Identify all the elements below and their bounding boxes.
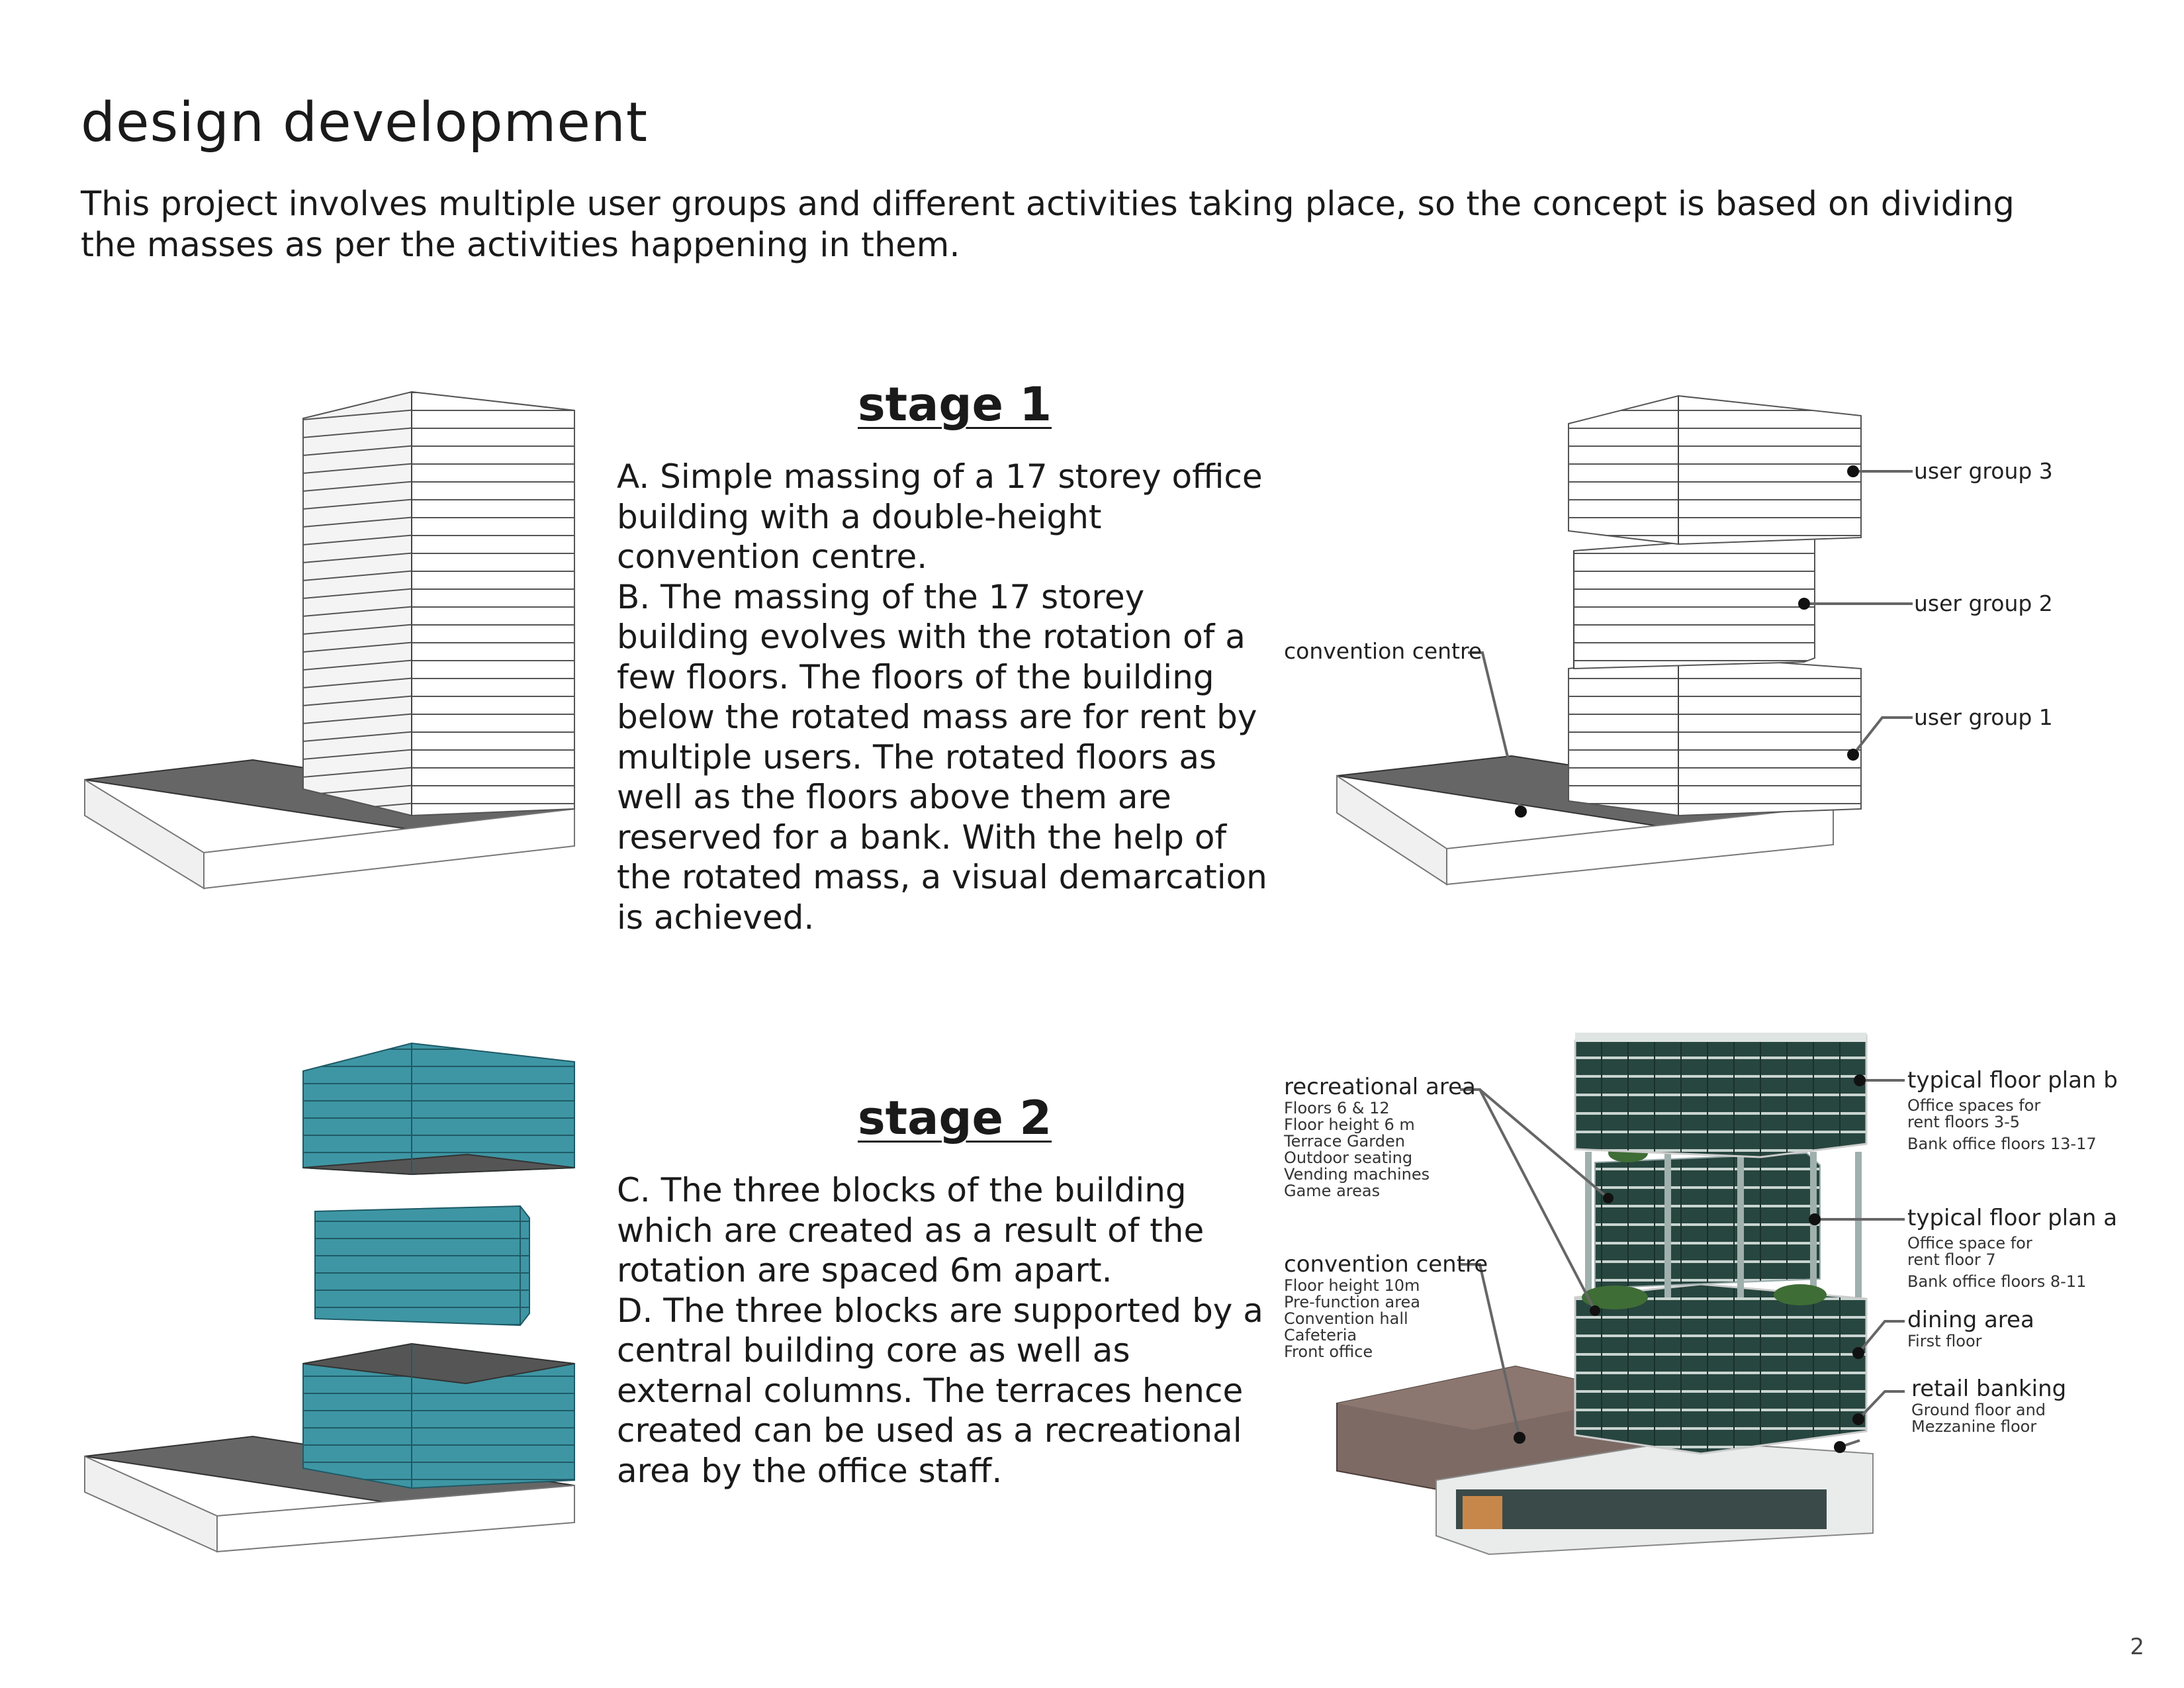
retail-banking-details: Ground floor and Mezzanine floor [1911, 1402, 2066, 1435]
stage2-description: C. The three blocks of the building whic… [617, 1170, 1272, 1491]
floor-plan-b-title: typical floor plan b [1907, 1067, 2118, 1094]
convention-detail: Pre-function area [1284, 1293, 1421, 1311]
retail-detail: Ground floor and [1911, 1401, 2046, 1419]
floor-plan-b-detail: Office spaces for [1907, 1096, 2041, 1115]
floor-plan-b-extra: Bank office floors 13-17 [1907, 1135, 2097, 1153]
convention-detail: Front office [1284, 1342, 1373, 1361]
convention-centre-title: convention centre [1284, 1251, 1488, 1278]
floor-plan-b-details: Office spaces for rent floors 3-5 Bank o… [1907, 1098, 2118, 1152]
label-user-group-3: user group 3 [1914, 458, 2053, 484]
recreational-area-title: recreational area [1284, 1074, 1476, 1100]
dining-area-title: dining area [1907, 1307, 2034, 1333]
stage2-heading: stage 2 [858, 1091, 1052, 1145]
label-dining-area: dining area First floor [1907, 1307, 2034, 1350]
floor-plan-a-detail: Office space for [1907, 1234, 2032, 1252]
label-user-group-2: user group 2 [1914, 590, 2053, 616]
floor-plan-a-extra: Bank office floors 8-11 [1907, 1272, 2087, 1291]
page-number: 2 [2130, 1634, 2144, 1660]
recreational-detail: Game areas [1284, 1182, 1381, 1200]
convention-detail: Cafeteria [1284, 1326, 1357, 1344]
label-convention-centre-detail: convention centre Floor height 10m Pre-f… [1284, 1251, 1488, 1360]
stage1-description: A. Simple massing of a 17 storey office … [617, 457, 1272, 937]
label-convention-centre: convention centre [1284, 638, 1482, 664]
recreational-detail: Floors 6 & 12 [1284, 1099, 1390, 1117]
retail-detail: Mezzanine floor [1911, 1417, 2037, 1436]
stage2-paragraph-d: D. The three blocks are supported by a c… [617, 1291, 1263, 1490]
stage2-paragraph-c: C. The three blocks of the building whic… [617, 1171, 1205, 1289]
page-title: design development [81, 91, 649, 154]
floor-plan-a-title: typical floor plan a [1907, 1205, 2118, 1231]
floor-plan-b-detail: rent floors 3-5 [1907, 1113, 2021, 1131]
convention-centre-details: Floor height 10m Pre-function area Conve… [1284, 1278, 1488, 1360]
stage1-simple-massing [84, 391, 575, 890]
stage1-paragraph-b: B. The massing of the 17 storey building… [617, 577, 1267, 937]
label-user-group-1: user group 1 [1914, 704, 2053, 730]
recreational-detail: Floor height 6 m [1284, 1115, 1415, 1134]
stage2-rendered-building [1336, 1033, 1905, 1556]
stage1-heading: stage 1 [858, 377, 1052, 432]
label-recreational-area: recreational area Floors 6 & 12 Floor he… [1284, 1074, 1476, 1199]
dining-area-details: First floor [1907, 1333, 2034, 1350]
label-typical-floor-plan-b: typical floor plan b Office spaces for r… [1907, 1067, 2118, 1152]
convention-detail: Floor height 10m [1284, 1276, 1420, 1295]
dining-detail: First floor [1907, 1332, 1982, 1350]
label-typical-floor-plan-a: typical floor plan a Office space for re… [1907, 1205, 2117, 1290]
floor-plan-a-detail: rent floor 7 [1907, 1250, 1996, 1269]
recreational-detail: Outdoor seating [1284, 1149, 1413, 1167]
label-retail-banking: retail banking Ground floor and Mezzanin… [1911, 1376, 2066, 1435]
convention-detail: Convention hall [1284, 1309, 1408, 1328]
retail-banking-title: retail banking [1911, 1376, 2067, 1402]
stage1-rotated-massing [1336, 395, 1913, 886]
stage2-spaced-blocks [84, 1042, 575, 1553]
recreational-detail: Terrace Garden [1284, 1132, 1405, 1150]
stage1-paragraph-a: A. Simple massing of a 17 storey office … [617, 457, 1263, 576]
intro-paragraph: This project involves multiple user grou… [81, 185, 2015, 265]
recreational-area-details: Floors 6 & 12 Floor height 6 m Terrace G… [1284, 1100, 1476, 1199]
floor-plan-a-details: Office space for rent floor 7 Bank offic… [1907, 1235, 2117, 1290]
recreational-detail: Vending machines [1284, 1165, 1430, 1184]
